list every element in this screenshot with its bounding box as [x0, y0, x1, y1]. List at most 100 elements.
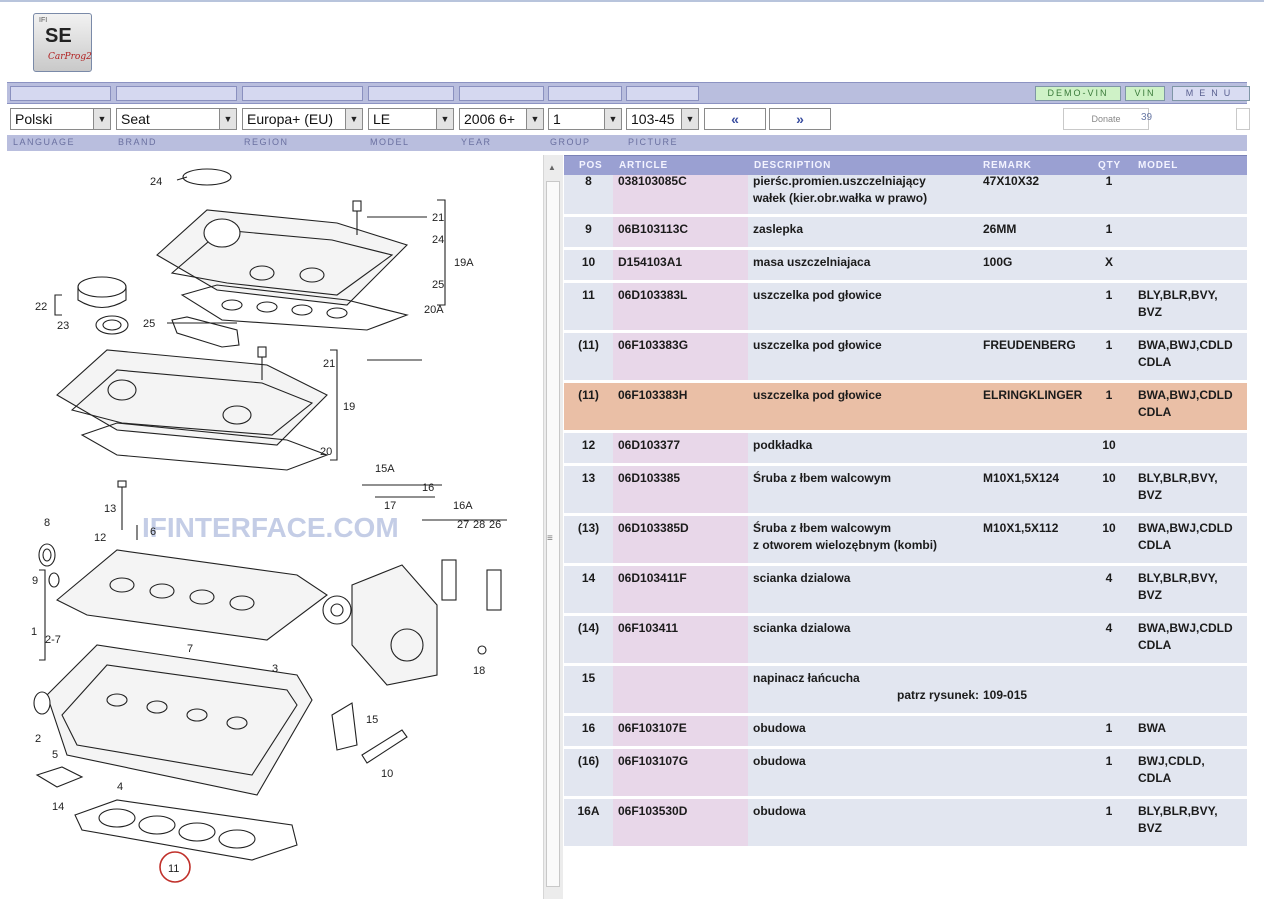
callout-9[interactable]: 9 — [32, 575, 38, 587]
grip-icon[interactable]: ≡ — [547, 533, 553, 544]
callout-15[interactable]: 15 — [366, 714, 378, 726]
tab-slot-year[interactable] — [459, 86, 544, 101]
callout-23[interactable]: 23 — [57, 320, 69, 332]
cell-note-label: patrz rysunek: — [897, 688, 980, 702]
callout-21[interactable]: 21 — [323, 358, 335, 370]
cell-pos: 8 — [585, 174, 592, 188]
callout-15a[interactable]: 15A — [375, 463, 395, 475]
cell-description: obudowa — [753, 721, 806, 735]
callout-2-7[interactable]: 2-7 — [45, 634, 61, 646]
tab-slot-brand[interactable] — [116, 86, 237, 101]
donate-button[interactable]: Donate — [1063, 108, 1149, 130]
callout-19a[interactable]: 19A — [454, 257, 474, 269]
callout-26[interactable]: 26 — [489, 519, 501, 531]
callout-24[interactable]: 24 — [432, 234, 444, 246]
callout-17[interactable]: 17 — [384, 500, 396, 512]
model-value: LE — [373, 111, 391, 127]
cell-description: pierśc.promien.uszczelniający — [753, 174, 926, 188]
next-picture-button[interactable]: » — [769, 108, 831, 130]
article-column-shade — [613, 516, 748, 563]
callout-28[interactable]: 28 — [473, 519, 485, 531]
arrow-up-icon[interactable]: ▲ — [548, 163, 556, 172]
cell-qty: 1 — [1105, 804, 1113, 818]
tab-slot-picture[interactable] — [626, 86, 699, 101]
callout-20a[interactable]: 20A — [424, 304, 444, 316]
selector-labels: LANGUAGE BRAND REGION MODEL YEAR GROUP P… — [7, 135, 1247, 151]
callout-27[interactable]: 27 — [457, 519, 469, 531]
callout-16a[interactable]: 16A — [453, 500, 473, 512]
callout-25[interactable]: 25 — [432, 279, 444, 291]
parts-diagram[interactable]: IFINTERFACE.COM 24 21 24 19A 25 20A 22 2… — [7, 155, 543, 899]
region-select[interactable]: Europa+ (EU)▼ — [242, 108, 363, 130]
app-logo[interactable]: IFI SE CarProg2 — [33, 13, 92, 72]
logo-ifi-text: IFI — [39, 17, 48, 24]
callout-13[interactable]: 13 — [104, 503, 116, 515]
tab-slot-group[interactable] — [548, 86, 622, 101]
prev-picture-button[interactable]: « — [704, 108, 766, 130]
callout-14[interactable]: 14 — [52, 801, 64, 813]
scrollbar-track[interactable] — [546, 181, 560, 887]
callout-5[interactable]: 5 — [52, 749, 58, 761]
callout-2[interactable]: 2 — [35, 733, 41, 745]
callout-6[interactable]: 6 — [150, 526, 156, 538]
callout-20[interactable]: 20 — [320, 446, 332, 458]
cell-description: napinacz łańcucha — [753, 671, 860, 685]
callout-12[interactable]: 12 — [94, 532, 106, 544]
callout-16[interactable]: 16 — [422, 482, 434, 494]
cell-note-value[interactable]: 109-015 — [983, 688, 1028, 702]
pane-splitter[interactable]: ▲ ≡ — [543, 155, 563, 899]
article-column-shade — [613, 383, 748, 430]
callout-22[interactable]: 22 — [35, 301, 47, 313]
menu-button[interactable]: MENU — [1172, 86, 1250, 101]
brand-select[interactable]: Seat▼ — [116, 108, 237, 130]
callout-18[interactable]: 18 — [473, 665, 485, 677]
cell-article: 06D103411F — [618, 571, 687, 585]
callout-19[interactable]: 19 — [343, 401, 355, 413]
article-column-shade — [613, 333, 748, 380]
tab-slot-language[interactable] — [10, 86, 111, 101]
group-select[interactable]: 1▼ — [548, 108, 622, 130]
cell-pos: (11) — [578, 388, 599, 402]
callout-24[interactable]: 24 — [150, 176, 162, 188]
callout-25[interactable]: 25 — [143, 318, 155, 330]
extra-button[interactable] — [1236, 108, 1250, 130]
callout-4[interactable]: 4 — [117, 781, 123, 793]
selector-bar: Polski▼ Seat▼ Europa+ (EU)▼ LE▼ 2006 6+▼… — [7, 105, 1250, 134]
demo-vin-button[interactable]: DEMO-VIN — [1035, 86, 1121, 101]
callout-1[interactable]: 1 — [31, 626, 37, 638]
callout-8[interactable]: 8 — [44, 517, 50, 529]
label-brand: BRAND — [118, 137, 158, 147]
vin-button[interactable]: VIN — [1125, 86, 1165, 101]
model-select[interactable]: LE▼ — [368, 108, 454, 130]
callout-21[interactable]: 21 — [432, 212, 444, 224]
callout-11[interactable]: 11 — [168, 863, 179, 875]
label-region: REGION — [244, 137, 289, 147]
tab-slot-model[interactable] — [368, 86, 454, 101]
callout-10[interactable]: 10 — [381, 768, 393, 780]
language-select[interactable]: Polski▼ — [10, 108, 111, 130]
tab-slot-region[interactable] — [242, 86, 363, 101]
cell-qty: X — [1104, 255, 1113, 269]
callout-7[interactable]: 7 — [187, 643, 193, 655]
cell-article: 06F103383G — [618, 338, 689, 352]
callout-3[interactable]: 3 — [272, 663, 278, 675]
picture-select[interactable]: 103-45▼ — [626, 108, 699, 130]
cell-article: 06D103377 — [618, 438, 681, 452]
cell-pos: (14) — [577, 621, 600, 635]
year-select[interactable]: 2006 6+▼ — [459, 108, 544, 130]
